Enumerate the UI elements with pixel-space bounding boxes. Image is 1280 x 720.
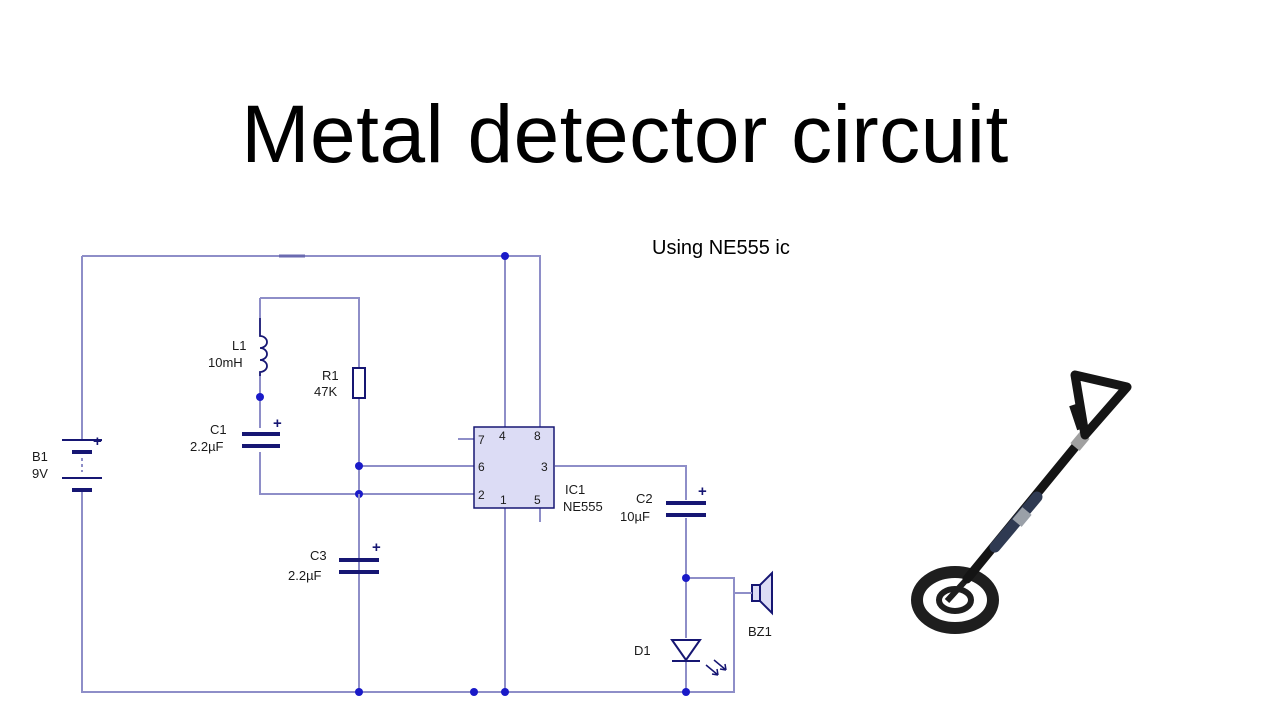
junction-dot bbox=[470, 688, 478, 696]
ic1-pin-3: 3 bbox=[541, 460, 548, 474]
capacitor-c3: + C3 2.2µF bbox=[288, 494, 381, 583]
b1-ref: B1 bbox=[32, 449, 48, 464]
wires bbox=[81, 254, 735, 693]
c1-value: 2.2µF bbox=[190, 439, 224, 454]
ic1-pin-4: 4 bbox=[499, 429, 506, 443]
c2-value: 10µF bbox=[620, 509, 650, 524]
ic1-pin-7: 7 bbox=[478, 433, 485, 447]
detector-handle bbox=[1070, 370, 1132, 440]
handle-brace bbox=[1069, 403, 1085, 431]
ic1-pin-5: 5 bbox=[534, 493, 541, 507]
d1-ref: D1 bbox=[634, 643, 651, 658]
search-coil bbox=[911, 566, 999, 634]
junction-dot bbox=[682, 688, 690, 696]
junctions bbox=[256, 252, 690, 696]
c3-ref: C3 bbox=[310, 548, 327, 563]
junction-dot bbox=[256, 393, 264, 401]
battery-b1: + B1 9V bbox=[32, 433, 102, 492]
l1-ref: L1 bbox=[232, 338, 246, 353]
ic1-value: NE555 bbox=[563, 499, 603, 514]
ic1-pin-2: 2 bbox=[478, 488, 485, 502]
c3-value: 2.2µF bbox=[288, 568, 322, 583]
buzzer-bz1: BZ1 bbox=[734, 570, 773, 639]
capacitor-c1: + C1 2.2µF bbox=[190, 415, 282, 454]
c3-plus-mark: + bbox=[372, 539, 381, 556]
junction-dot bbox=[501, 252, 509, 260]
bz1-ref: BZ1 bbox=[748, 624, 772, 639]
c1-ref: C1 bbox=[210, 422, 227, 437]
led-d1: D1 bbox=[634, 639, 727, 676]
c2-plus-mark: + bbox=[698, 483, 707, 500]
ic1-pin-8: 8 bbox=[534, 429, 541, 443]
shaft-clamp bbox=[1012, 507, 1032, 527]
junction-dot bbox=[355, 688, 363, 696]
coil-mount bbox=[944, 576, 970, 604]
resistor-r1: R1 47K bbox=[314, 367, 366, 399]
metal-detector-illustration bbox=[911, 370, 1132, 634]
slide-title: Metal detector circuit bbox=[241, 89, 1009, 180]
c2-ref: C2 bbox=[636, 491, 653, 506]
ic1-pin-6: 6 bbox=[478, 460, 485, 474]
junction-dot bbox=[682, 574, 690, 582]
ic1-ref: IC1 bbox=[565, 482, 585, 497]
r1-ref: R1 bbox=[322, 368, 339, 383]
capacitor-c2: + C2 10µF bbox=[620, 483, 707, 524]
l1-value: 10mH bbox=[208, 355, 243, 370]
ic1-pin-1: 1 bbox=[500, 493, 507, 507]
junction-dot bbox=[501, 688, 509, 696]
b1-plus-mark: + bbox=[93, 433, 102, 450]
r1-value: 47K bbox=[314, 384, 337, 399]
b1-value: 9V bbox=[32, 466, 48, 481]
inductor-l1: L1 10mH bbox=[208, 318, 268, 376]
ic1-ne555: 7 4 8 6 3 2 1 5 IC1 NE555 bbox=[473, 426, 603, 514]
slide-subtitle: Using NE555 ic bbox=[652, 237, 790, 259]
junction-dot bbox=[355, 462, 363, 470]
c1-plus-mark: + bbox=[273, 415, 282, 432]
